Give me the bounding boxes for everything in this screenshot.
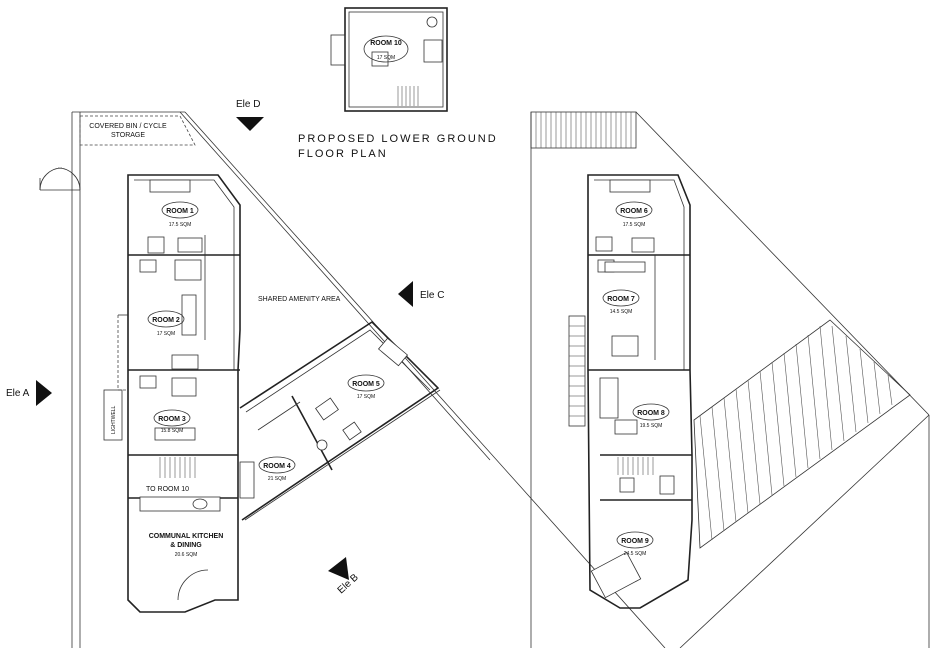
lightwell-label: LIGHTWELL bbox=[111, 405, 117, 434]
room-2-name: ROOM 2 bbox=[152, 317, 180, 324]
room-3-name: ROOM 3 bbox=[158, 416, 186, 423]
left-building: LIGHTWELL bbox=[103, 174, 241, 613]
room-8-area: 19.5 SQM bbox=[640, 423, 663, 429]
kitchen-name-1: COMMUNAL KITCHEN bbox=[149, 533, 224, 540]
room-4-area: 21 SQM bbox=[268, 476, 286, 482]
kitchen-name-2: & DINING bbox=[170, 542, 202, 549]
ele-a-label: Ele A bbox=[6, 388, 30, 399]
room-8: ROOM 8 19.5 SQM bbox=[632, 403, 670, 429]
ele-d-label: Ele D bbox=[236, 99, 260, 110]
room-7-area: 14.5 SQM bbox=[610, 309, 633, 315]
room-4: ROOM 4 21 SQM bbox=[258, 456, 296, 482]
room-3-area: 15.8 SQM bbox=[161, 428, 184, 434]
bin-cycle-storage: COVERED BIN / CYCLE STORAGE bbox=[79, 115, 196, 146]
room-5-name: ROOM 5 bbox=[352, 381, 380, 388]
room-1-area: 17.5 SQM bbox=[169, 222, 192, 228]
angled-wing bbox=[239, 320, 441, 521]
room-6: ROOM 6 17.5 SQM bbox=[615, 201, 653, 228]
room-9-name: ROOM 9 bbox=[621, 538, 649, 545]
room-8-name: ROOM 8 bbox=[637, 410, 665, 417]
elevation-marker-a: Ele A bbox=[6, 380, 52, 406]
room-5: ROOM 5 17 SQM bbox=[347, 374, 385, 400]
elevation-marker-c: Ele C bbox=[398, 281, 444, 307]
bin-store-label-1: COVERED BIN / CYCLE bbox=[89, 123, 167, 130]
room-10-name: ROOM 10 bbox=[370, 40, 402, 47]
kitchen-area: 20.6 SQM bbox=[175, 552, 198, 558]
bin-store-label-2: STORAGE bbox=[111, 132, 145, 139]
room-6-name: ROOM 6 bbox=[620, 208, 648, 215]
elevation-marker-d: Ele D bbox=[236, 99, 264, 131]
room-9-area: 24.5 SQM bbox=[624, 551, 647, 557]
plan-title-line-2: FLOOR PLAN bbox=[298, 148, 388, 160]
right-building bbox=[587, 174, 693, 609]
room-9: ROOM 9 24.5 SQM bbox=[616, 531, 654, 557]
ele-c-label: Ele C bbox=[420, 290, 444, 301]
elevation-marker-b: Ele B bbox=[328, 557, 361, 596]
room-2-area: 17 SQM bbox=[157, 331, 175, 337]
room-6-area: 17.5 SQM bbox=[623, 222, 646, 228]
room-1: ROOM 1 17.5 SQM bbox=[161, 201, 199, 228]
plan-title-line-1: PROPOSED LOWER GROUND bbox=[298, 133, 498, 145]
room-10-inset: ROOM 10 17 SQM bbox=[330, 7, 448, 112]
right-site-boundary bbox=[530, 111, 930, 648]
room-7-name: ROOM 7 bbox=[607, 296, 635, 303]
room-4-name: ROOM 4 bbox=[263, 463, 291, 470]
room-7: ROOM 7 14.5 SQM bbox=[602, 289, 640, 315]
communal-kitchen: COMMUNAL KITCHEN & DINING 20.6 SQM bbox=[149, 533, 224, 558]
to-room-10-label: TO ROOM 10 bbox=[146, 486, 189, 493]
room-2: ROOM 2 17 SQM bbox=[147, 310, 185, 337]
shared-amenity-label: SHARED AMENITY AREA bbox=[258, 296, 341, 303]
room-5-area: 17 SQM bbox=[357, 394, 375, 400]
room-1-name: ROOM 1 bbox=[166, 208, 194, 215]
room-10-area: 17 SQM bbox=[377, 55, 395, 61]
left-site-boundary bbox=[39, 111, 666, 648]
room-3: ROOM 3 15.8 SQM bbox=[153, 409, 191, 434]
